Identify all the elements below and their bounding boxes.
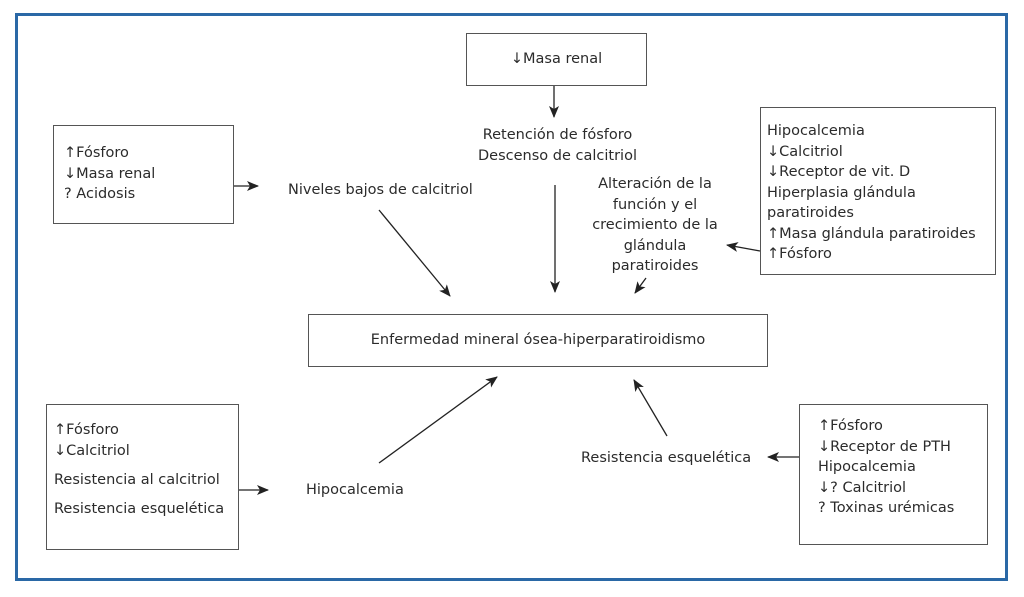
text-line: ↓Masa renal (64, 165, 156, 182)
enfermedad-mineral-box: Enfermedad mineral ósea-hiperparatiroidi… (308, 314, 768, 367)
masa-renal-box: ↓Masa renal (466, 33, 647, 86)
masa-renal-label: ↓Masa renal (510, 51, 603, 67)
left-bottom-box: ↑Fósforo ↓Calcitriol Resistencia al calc… (46, 404, 239, 550)
text-line: crecimiento de la (592, 217, 718, 233)
hipocalcemia-label: Hipocalcemia (306, 482, 404, 498)
text-line: Descenso de calcitriol (478, 147, 637, 164)
text-line: ↑Fósforo (767, 246, 832, 262)
text-line: función y el (612, 196, 698, 213)
retencion-fosforo-text: Retención de fósforo Descenso de calcitr… (460, 125, 655, 166)
arrow-niveles-to-enfermedad (378, 209, 451, 297)
text-line: Alteración de la (598, 176, 712, 192)
text-line: ? Toxinas urémicas (818, 500, 955, 516)
text-line: ↑Masa glándula paratiroides (767, 225, 976, 242)
right-top-box-text: Hipocalcemia ↓Calcitriol ↓Receptor de vi… (767, 121, 976, 265)
text-line: ↓Calcitriol (54, 442, 130, 459)
text-line: ↑Fósforo (818, 418, 883, 434)
right-top-box: Hipocalcemia ↓Calcitriol ↓Receptor de vi… (760, 107, 996, 275)
text-line: glándula (623, 237, 687, 254)
diagram-frame (15, 13, 1008, 581)
text-line: Hipocalcemia (767, 123, 865, 139)
text-line: ? Acidosis (64, 186, 136, 202)
left-top-box: ↑Fósforo ↓Masa renal ? Acidosis (53, 125, 234, 224)
text-line: Hiperplasia glándula (767, 184, 916, 201)
left-top-box-text: ↑Fósforo ↓Masa renal ? Acidosis (64, 143, 155, 205)
enfermedad-mineral-label: Enfermedad mineral ósea-hiperparatiroidi… (370, 332, 706, 348)
niveles-bajos-calcitriol-label: Niveles bajos de calcitriol (288, 182, 473, 198)
text-line: Hipocalcemia (818, 459, 916, 475)
right-bottom-box-text: ↑Fósforo ↓Receptor de PTH Hipocalcemia ↓… (818, 416, 954, 519)
text-line: ↓Receptor de vit. D (767, 164, 911, 180)
arrow-alteracion-to-enfermedad (634, 277, 647, 294)
arrow-hipocalcemia-to-enfermedad (378, 376, 498, 464)
alteracion-funcion-text: Alteración de la función y el crecimient… (580, 174, 730, 277)
text-line: Resistencia esquelética (54, 500, 225, 517)
text-line: ↓Receptor de PTH (818, 438, 951, 455)
text-line: paratiroides (611, 258, 699, 274)
text-line: paratiroides (767, 205, 854, 221)
arrow-right-top-box-to-alteracion (726, 242, 761, 252)
right-bottom-box: ↑Fósforo ↓Receptor de PTH Hipocalcemia ↓… (799, 404, 988, 545)
text-line: ↑Fósforo (54, 422, 119, 438)
left-bottom-box-text: ↑Fósforo ↓Calcitriol Resistencia al calc… (54, 420, 224, 519)
resistencia-esqueletica-label: Resistencia esquelética (581, 450, 752, 466)
text-line: ↑Fósforo (64, 145, 129, 161)
arrow-resistencia-to-enfermedad (633, 379, 668, 437)
text-line: ↓Calcitriol (767, 143, 843, 160)
text-line: Resistencia al calcitriol (54, 472, 220, 488)
text-line: Retención de fósforo (482, 127, 633, 143)
text-line: ↓? Calcitriol (818, 479, 907, 496)
